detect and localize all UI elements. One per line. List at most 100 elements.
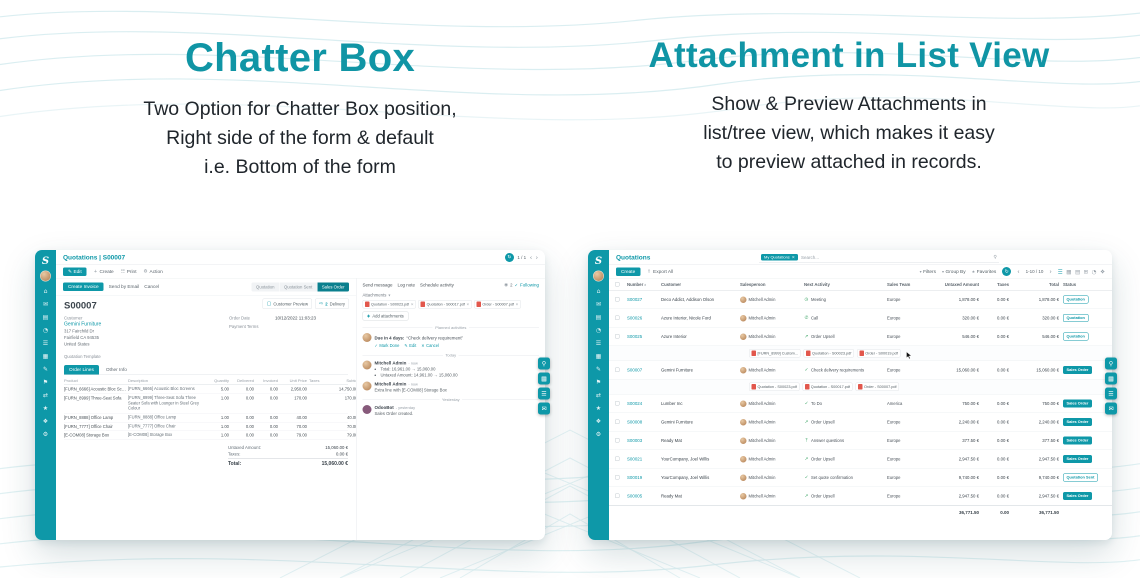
col-number[interactable]: Number▴: [627, 281, 646, 287]
sidebar-modules-icon[interactable]: ❖: [42, 417, 49, 425]
sidebar-home-icon[interactable]: ⌂: [43, 287, 48, 295]
col-status[interactable]: Status: [1063, 281, 1077, 287]
print-button[interactable]: ☷Print: [120, 268, 137, 275]
create-button[interactable]: +Create: [93, 268, 114, 275]
table-row[interactable]: S00007 Gemini Furniture Mitchell Admin ✓…: [609, 361, 1112, 380]
row-number[interactable]: S00025: [627, 334, 643, 339]
activity-edit-button[interactable]: ✎Edit: [404, 343, 417, 349]
sidebar-modules-icon[interactable]: ❖: [595, 417, 602, 425]
row-number[interactable]: S00024: [627, 401, 643, 406]
table-row[interactable]: S00019 YourCompany, Joel Willis Mitchell…: [609, 469, 1112, 487]
edge-chat-button[interactable]: ✉: [538, 402, 550, 415]
row-next-activity[interactable]: ✓Check delivery requirements: [804, 367, 865, 373]
sidebar-notes-icon[interactable]: ✎: [42, 365, 49, 373]
row-next-activity[interactable]: ↗Order Upsell: [804, 419, 835, 425]
graph-view-icon[interactable]: ◔: [1091, 268, 1097, 275]
remove-attachment-icon[interactable]: ✕: [515, 302, 519, 307]
pager-prev-icon[interactable]: ‹: [1017, 268, 1020, 275]
row-number[interactable]: S00019: [627, 475, 643, 480]
pager-prev-icon[interactable]: ‹: [529, 253, 533, 261]
pager-next-icon[interactable]: ›: [535, 253, 538, 261]
order-date-value[interactable]: 10/12/2022 11:03:23: [275, 315, 316, 321]
row-number[interactable]: S00005: [627, 493, 643, 499]
col-taxes[interactable]: Taxes: [997, 281, 1009, 287]
table-row[interactable]: S00005 Ready Mat Mitchell Admin ↗Order U…: [609, 487, 1112, 506]
col-total[interactable]: Total: [1049, 281, 1059, 287]
sync-button[interactable]: ↻: [504, 252, 514, 262]
table-row[interactable]: S00003 Ready Mat Mitchell Admin ?Answer …: [609, 432, 1112, 450]
row-next-activity[interactable]: ↗Order Upsell: [804, 334, 835, 339]
attachment-chip[interactable]: [FURN_8999] Custom...: [749, 349, 801, 358]
row-next-activity[interactable]: ◷Meeting: [804, 297, 826, 302]
attachment-chip[interactable]: Order - S00019.pdf: [856, 349, 901, 358]
edge-chat-button[interactable]: ✉: [1105, 402, 1117, 415]
tab-other-info[interactable]: Other Info: [105, 367, 127, 373]
sidebar-discuss-icon[interactable]: ✉: [42, 300, 49, 308]
edge-list-button[interactable]: ☰: [538, 387, 550, 400]
page-title[interactable]: Quotations: [616, 253, 651, 262]
order-line-row[interactable]: [E-COM08] Storage Box [E-COM08] Storage …: [64, 431, 356, 440]
row-number[interactable]: S00021: [627, 456, 643, 462]
attachment-chip[interactable]: Quotation - S00023.pdf: [749, 382, 800, 391]
message-author[interactable]: Mitchell Admin: [374, 360, 407, 366]
user-avatar[interactable]: [40, 270, 51, 282]
col-customer[interactable]: Customer: [661, 281, 682, 287]
row-next-activity[interactable]: ✓To Do: [804, 401, 822, 406]
map-view-icon[interactable]: ❖: [1100, 268, 1105, 275]
edge-search-button[interactable]: ⚲: [1105, 357, 1117, 370]
remove-attachment-icon[interactable]: ✕: [466, 302, 470, 307]
sidebar-settings-icon[interactable]: ⚙: [42, 430, 49, 438]
sync-button[interactable]: ↻: [1002, 267, 1012, 276]
edit-button[interactable]: ✎Edit: [63, 267, 87, 276]
sidebar-dashboard-icon[interactable]: ◔: [595, 326, 602, 334]
col-sales-team[interactable]: Sales Team: [887, 281, 911, 287]
table-row[interactable]: S00026 Azure Interior, Nicole Ford Mitch…: [609, 309, 1112, 328]
step-quotation[interactable]: Quotation: [251, 282, 279, 292]
app-logo[interactable]: S: [594, 254, 603, 267]
row-checkbox[interactable]: [615, 475, 620, 480]
schedule-activity-button[interactable]: Schedule activity: [420, 282, 454, 288]
sidebar-dashboard-icon[interactable]: ◔: [42, 326, 49, 334]
row-checkbox[interactable]: [615, 456, 620, 461]
order-line-row[interactable]: [FURN_6666] Acoustic Bloc Screens [FURN_…: [64, 385, 356, 394]
sidebar-calendar-icon[interactable]: ▤: [595, 313, 602, 321]
customer-link[interactable]: Gemini Furniture: [64, 321, 102, 328]
row-checkbox[interactable]: [615, 315, 620, 320]
attachment-chip[interactable]: Quotation - S00023.pdf✕: [362, 300, 417, 309]
log-note-button[interactable]: Log note: [397, 282, 416, 288]
add-attachments-button[interactable]: ✚Add attachments: [362, 311, 409, 321]
sidebar-discuss-icon[interactable]: ✉: [595, 300, 602, 308]
cancel-button[interactable]: Cancel: [144, 284, 160, 290]
calendar-view-icon[interactable]: ▤: [1074, 268, 1081, 275]
search-icon[interactable]: ⚲: [993, 254, 997, 261]
sidebar-notes-icon[interactable]: ✎: [595, 365, 602, 373]
attachment-chip[interactable]: Order - S00007.pdf✕: [473, 300, 521, 309]
row-next-activity[interactable]: ✓Set quote confirmation: [804, 475, 853, 480]
row-checkbox[interactable]: [615, 367, 620, 372]
select-all-checkbox[interactable]: [615, 282, 620, 287]
remove-facet-icon[interactable]: ✕: [791, 255, 795, 260]
row-next-activity[interactable]: ↗Order Upsell: [804, 456, 835, 462]
sidebar-apps-icon[interactable]: ▦: [595, 352, 602, 360]
edge-kanban-button[interactable]: ▦: [1105, 372, 1117, 385]
row-checkbox[interactable]: [615, 419, 620, 424]
activity-cancel-button[interactable]: ✕Cancel: [421, 343, 439, 349]
order-line-row[interactable]: [FURN_8999] Three-Seat Sofa [FURN_8999] …: [64, 394, 356, 414]
sidebar-transfer-icon[interactable]: ⇄: [595, 391, 602, 399]
table-row[interactable]: S00027 Deco Addict, Addison Olson Mitche…: [609, 291, 1112, 309]
sidebar-favorites-icon[interactable]: ★: [42, 404, 49, 412]
edge-search-button[interactable]: ⚲: [538, 357, 550, 370]
order-line-row[interactable]: [FURN_7777] Office Chair [FURN_7777] Off…: [64, 422, 356, 432]
search-facet[interactable]: My Quotations✕: [761, 254, 798, 261]
sidebar-home-icon[interactable]: ⌂: [596, 287, 601, 295]
row-number[interactable]: S00008: [627, 419, 643, 425]
row-checkbox[interactable]: [615, 334, 620, 339]
table-row[interactable]: S00008 Gemini Furniture Mitchell Admin ↗…: [609, 413, 1112, 432]
create-invoice-button[interactable]: Create Invoice: [63, 282, 104, 291]
col-next-activity[interactable]: Next Activity: [804, 281, 830, 287]
favorites-dropdown[interactable]: ★Favorites: [971, 268, 997, 275]
row-number[interactable]: S00003: [627, 438, 643, 443]
attachment-chip[interactable]: Quotation - S00017.pdf: [802, 382, 853, 391]
following-button[interactable]: Following: [519, 282, 539, 288]
